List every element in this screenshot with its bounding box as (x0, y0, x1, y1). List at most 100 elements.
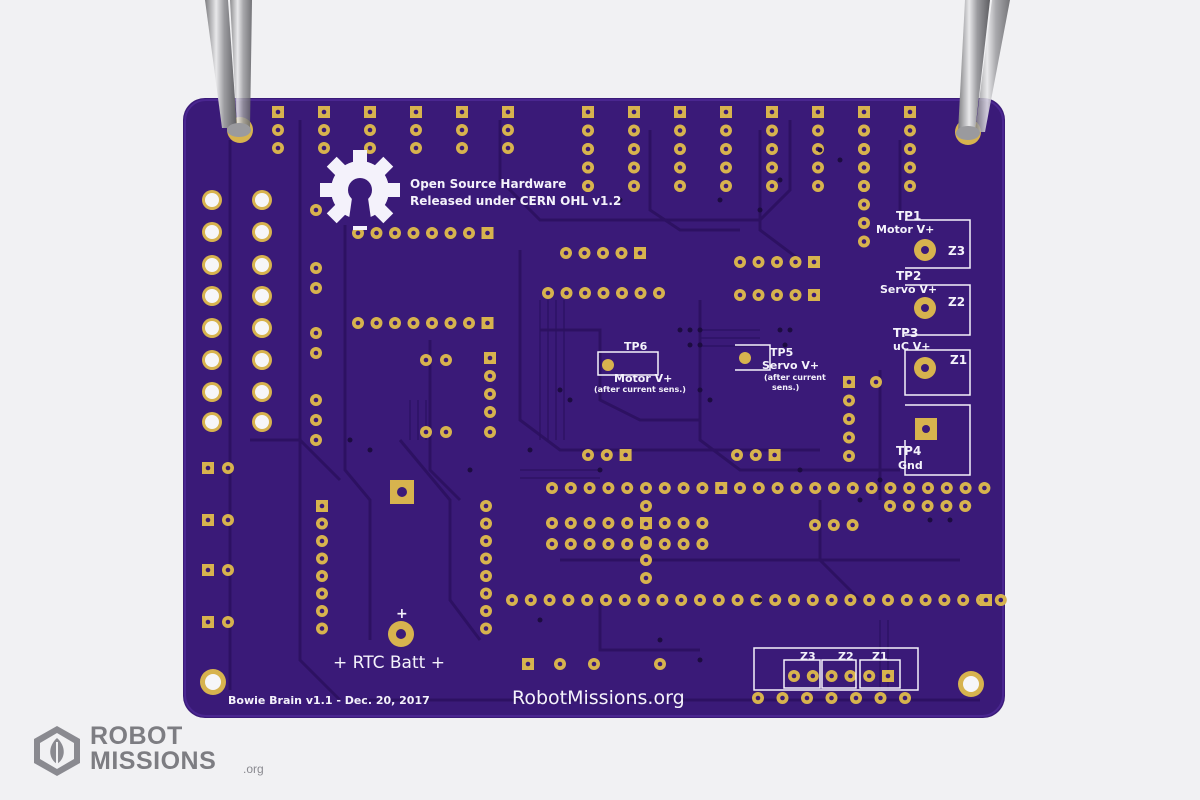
watermark-tld: .org (243, 762, 264, 776)
gold-pad (444, 227, 457, 239)
gold-pad (825, 692, 838, 704)
gold-pad (846, 482, 859, 494)
robot-missions-leaf-icon (34, 726, 80, 776)
gold-pad (922, 482, 934, 494)
tp4-label: TP4 (896, 444, 921, 458)
gold-pad (628, 161, 640, 174)
gold-pad (919, 594, 932, 606)
gold-pad (715, 482, 728, 494)
gold-pad (675, 594, 688, 606)
gold-pad (812, 180, 824, 192)
tp2-desc: Servo V+ (880, 283, 937, 296)
gold-pad (731, 594, 744, 606)
header-z2-label: Z2 (838, 650, 854, 663)
gold-pad (618, 594, 631, 606)
tp5-desc: Servo V+ (762, 359, 819, 372)
silkscreen: Open Source Hardware Released under CERN… (228, 177, 967, 709)
gold-pad (858, 180, 870, 192)
gold-pad (812, 161, 824, 174)
gold-pad (696, 538, 709, 550)
gold-pad (582, 106, 594, 118)
gold-pad (583, 538, 596, 550)
gold-pad (980, 594, 992, 606)
gold-pad (640, 482, 652, 494)
gold-pad (752, 289, 765, 301)
gold-pad (480, 570, 492, 582)
gold-pad (904, 106, 916, 118)
gold-pad (582, 124, 594, 137)
gold-pad (865, 482, 878, 494)
gold-pad (316, 570, 328, 582)
oshw-gear-logo (320, 150, 400, 230)
tp1-label: TP1 (896, 209, 921, 223)
gold-pad (524, 594, 537, 606)
tp3-zone: Z1 (950, 353, 967, 367)
gold-pad (389, 227, 401, 239)
gold-pad (749, 449, 762, 461)
gold-pad (426, 227, 438, 239)
gold-pad (776, 692, 789, 704)
gold-pad (712, 594, 725, 606)
header-z1-label: Z1 (872, 650, 888, 663)
gold-pad (222, 514, 234, 526)
gold-pad (674, 180, 686, 192)
gold-pad (621, 482, 634, 494)
gold-pad (581, 594, 594, 606)
website-label: RobotMissions.org (512, 687, 685, 709)
robot-missions-watermark: ROBOT MISSIONS .org (30, 722, 270, 782)
tp6-note: (after current sens.) (594, 385, 686, 394)
gold-pad (844, 594, 857, 606)
gold-pad (771, 289, 783, 301)
gold-pad (621, 538, 634, 550)
gold-pad (674, 161, 686, 174)
gold-pad (554, 658, 566, 670)
gold-pad (628, 106, 640, 118)
gold-pad (677, 538, 690, 550)
gold-pad (788, 594, 800, 606)
tp1-desc: Motor V+ (876, 223, 934, 236)
gold-pad (582, 143, 594, 155)
gold-pad (640, 536, 652, 548)
gold-pad (484, 426, 496, 438)
gold-pad (750, 594, 763, 606)
gold-pad (484, 388, 496, 400)
gold-pad (600, 449, 613, 461)
tp2-zone: Z2 (948, 295, 965, 309)
gold-pad (506, 594, 518, 606)
gold-pad (658, 517, 671, 529)
gold-pad (628, 124, 640, 137)
gold-pad (674, 124, 686, 137)
gold-pad (825, 670, 838, 682)
gold-pad (600, 594, 612, 606)
gold-pad (809, 519, 821, 531)
gold-pad (480, 517, 492, 530)
gold-pad (597, 287, 610, 299)
gold-pad (588, 658, 600, 670)
tp5-note-2: sens.) (772, 383, 799, 392)
gold-pad (484, 370, 496, 382)
gold-pad (480, 500, 492, 512)
watermark-line-1: ROBOT (90, 722, 183, 750)
gold-pad (884, 500, 896, 512)
gold-pad (654, 658, 666, 670)
gold-pad (310, 327, 322, 339)
gold-pad (316, 552, 328, 565)
left-alligator-clip (205, 0, 252, 137)
gold-pad (863, 670, 876, 682)
gold-pad (316, 587, 328, 600)
gold-pad (410, 106, 422, 118)
gold-pad (640, 554, 652, 566)
gold-pad (696, 482, 709, 494)
gold-pad (316, 605, 328, 617)
pcb-board (183, 98, 1005, 718)
gold-pad (440, 426, 452, 438)
gold-pad (771, 256, 783, 268)
gold-pad (994, 594, 1007, 606)
gold-pad (310, 414, 322, 426)
gold-pad (734, 256, 746, 268)
gold-pad (621, 517, 634, 529)
gold-pad (790, 482, 803, 494)
gold-pad (370, 317, 383, 329)
gold-pad (904, 124, 916, 137)
